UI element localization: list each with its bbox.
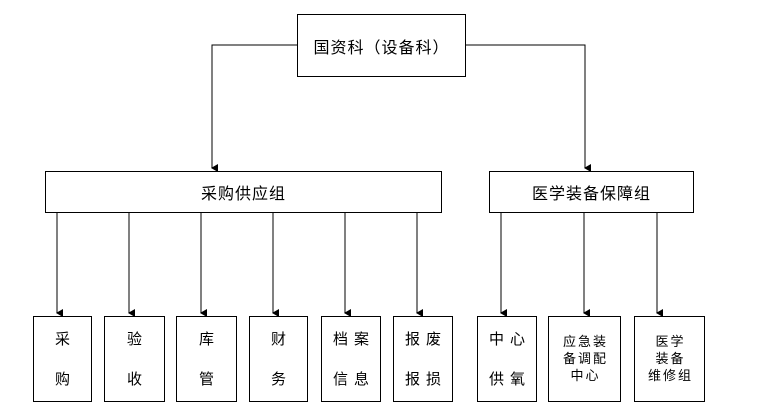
unit-label-line2: 信息 bbox=[332, 370, 375, 388]
unit-label-line1: 中心 bbox=[488, 330, 531, 348]
connector-root-to-group1 bbox=[211, 44, 297, 172]
unit-label-line2: 装备 bbox=[655, 351, 686, 367]
root-node-label: 国资科（设备科） bbox=[313, 37, 450, 57]
unit-label-line1: 财 bbox=[270, 330, 292, 348]
unit-node-scrapping: 报废 报损 bbox=[393, 316, 453, 402]
group-node-label: 采购供应组 bbox=[200, 184, 286, 203]
unit-node-records: 档案 信息 bbox=[321, 316, 381, 402]
unit-label-line1: 报废 bbox=[404, 330, 447, 348]
unit-label-line3: 中心 bbox=[570, 368, 601, 384]
unit-label-line1: 应急装 bbox=[562, 334, 608, 350]
root-node: 国资科（设备科） bbox=[297, 14, 466, 77]
unit-label-line3: 维修组 bbox=[647, 368, 693, 384]
unit-node-maintenance: 医学 装备 维修组 bbox=[634, 316, 705, 402]
unit-label-line2: 购 bbox=[54, 370, 76, 388]
unit-label-line1: 档案 bbox=[332, 330, 375, 348]
unit-node-oxygen-supply: 中心 供氧 bbox=[477, 316, 537, 402]
unit-label-line1: 库 bbox=[198, 330, 220, 348]
unit-label-line2: 务 bbox=[270, 370, 292, 388]
unit-label-line2: 备调配 bbox=[562, 351, 608, 367]
group-node-label: 医学装备保障组 bbox=[531, 184, 651, 203]
unit-label-line1: 验 bbox=[126, 330, 148, 348]
unit-label-line2: 供氧 bbox=[488, 370, 531, 388]
unit-node-finance: 财 务 bbox=[249, 316, 308, 402]
unit-label-line1: 医学 bbox=[655, 334, 686, 350]
group-node-procurement: 采购供应组 bbox=[45, 171, 442, 213]
unit-node-acceptance: 验 收 bbox=[104, 316, 165, 402]
connector-root-to-group2 bbox=[466, 44, 591, 172]
unit-label-line1: 采 bbox=[54, 330, 76, 348]
unit-node-warehouse: 库 管 bbox=[176, 316, 237, 402]
group-node-equipment-support: 医学装备保障组 bbox=[489, 171, 694, 213]
unit-node-emergency-dispatch: 应急装 备调配 中心 bbox=[548, 316, 621, 402]
unit-label-line2: 报损 bbox=[404, 370, 447, 388]
unit-label-line2: 收 bbox=[126, 370, 148, 388]
unit-node-procurement: 采 购 bbox=[33, 316, 92, 402]
unit-label-line2: 管 bbox=[198, 370, 220, 388]
